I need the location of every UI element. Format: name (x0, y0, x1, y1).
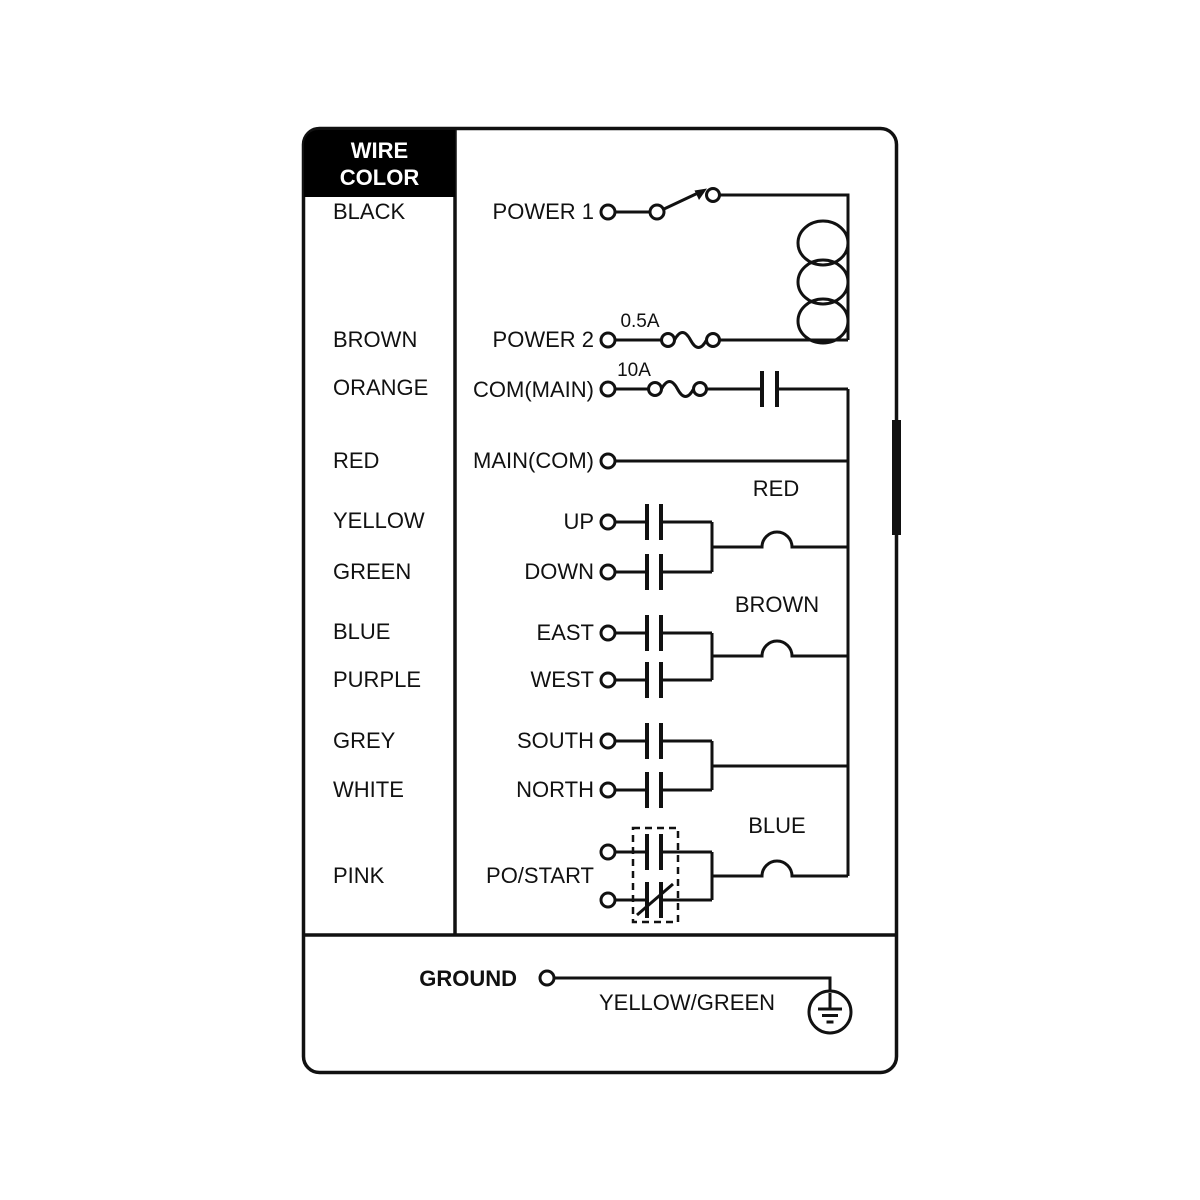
po-start-contacts (599, 826, 848, 924)
output-label-brown: BROWN (734, 592, 820, 617)
up-down-contacts (599, 504, 848, 590)
wire-color-grey: GREY (333, 728, 396, 753)
fuse-symbol (660, 380, 695, 398)
wire-hop (712, 530, 848, 549)
terminal-east: EAST (536, 620, 594, 645)
terminal-com-main: COM(MAIN) (473, 377, 594, 402)
wire-hop (712, 639, 848, 658)
output-label-blue: BLUE (748, 813, 806, 838)
wire-color-header: WIRE COLOR (304, 130, 455, 197)
main-com-terminal (599, 452, 617, 470)
terminal-north: NORTH (516, 777, 594, 802)
ground-terminal (538, 969, 556, 987)
com-main-circuit (599, 371, 850, 876)
fuse-symbol (673, 331, 708, 349)
dashed-enclosure (631, 826, 680, 924)
terminal-main-com: MAIN(COM) (473, 448, 594, 473)
up-terminal (599, 513, 617, 531)
terminal-power2: POWER 2 (492, 327, 594, 352)
switch-arrow (694, 188, 707, 200)
power2-terminal (599, 331, 617, 349)
west-terminal (599, 671, 617, 689)
wire-color-brown: BROWN (333, 327, 418, 352)
output-label-red: RED (752, 476, 800, 501)
wire-color-green: GREEN (333, 559, 412, 584)
antenna-mark (892, 420, 901, 535)
terminal-up: UP (563, 509, 594, 534)
nc-contact-slash (636, 882, 674, 917)
wire-color-pink: PINK (333, 863, 385, 888)
coil-symbol (796, 219, 850, 345)
wire-color-yellow: YELLOW (333, 508, 425, 533)
power1-switch-circuit (599, 187, 850, 340)
east-terminal (599, 624, 617, 642)
ground-wire-color-label: YELLOW/GREEN (598, 990, 776, 1015)
ground-label: GROUND (419, 966, 517, 991)
wire-color-red: RED (333, 448, 380, 473)
fuse-rating-power2: 0.5A (620, 311, 660, 332)
wire-color-blue: BLUE (333, 619, 391, 644)
terminal-power1: POWER 1 (492, 199, 594, 224)
north-terminal (599, 781, 617, 799)
ground-circuit (538, 969, 853, 1035)
wire-hop (712, 859, 848, 878)
terminal-south: SOUTH (517, 728, 594, 753)
wire-color-black: BLACK (333, 199, 406, 224)
wire-color-white: WHITE (333, 777, 404, 802)
terminal-down: DOWN (524, 559, 594, 584)
south-terminal (599, 732, 617, 750)
terminal-po-start: PO/START (486, 863, 594, 888)
fuse-rating-com-main: 10A (617, 360, 651, 381)
wire-color-header-line2: COLOR (339, 164, 420, 190)
main-com-wire (599, 452, 848, 470)
power2-fuse-circuit (599, 331, 848, 349)
com-main-terminal (599, 380, 617, 398)
wire-color-purple: PURPLE (333, 667, 422, 692)
outer-border (301, 126, 899, 1075)
wire-color-header-line1: WIRE (350, 137, 409, 163)
power1-terminal (599, 203, 617, 221)
south-north-contacts (599, 723, 848, 808)
wire-color-orange: ORANGE (333, 375, 429, 400)
down-terminal (599, 563, 617, 581)
earth-ground-icon (807, 989, 853, 1035)
terminal-west: WEST (530, 667, 594, 692)
po-start-terminal-1 (599, 843, 617, 861)
east-west-contacts (599, 615, 848, 698)
po-start-terminal-2 (599, 891, 617, 909)
